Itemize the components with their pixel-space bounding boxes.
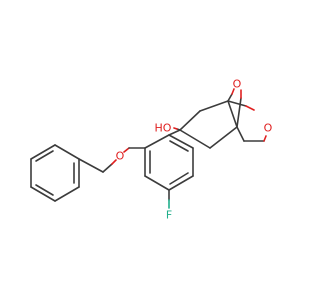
hydroxyl-label: HO bbox=[155, 122, 172, 135]
structure-diagram: O O O HO F bbox=[30, 78, 273, 222]
fluorophenyl-ring bbox=[144, 134, 194, 191]
bridge-oxygen-label: O bbox=[233, 78, 242, 91]
benzyl-linker bbox=[78, 147, 146, 173]
bicyclic-core bbox=[179, 88, 267, 149]
benzyl-ring bbox=[30, 144, 80, 202]
ring-oxygen-label: O bbox=[264, 122, 273, 135]
fluorine-label: F bbox=[166, 209, 172, 222]
aryl-carbinol-bond bbox=[168, 129, 181, 136]
hydroxyl-bond bbox=[173, 127, 181, 131]
ether-oxygen-label: O bbox=[116, 150, 125, 163]
